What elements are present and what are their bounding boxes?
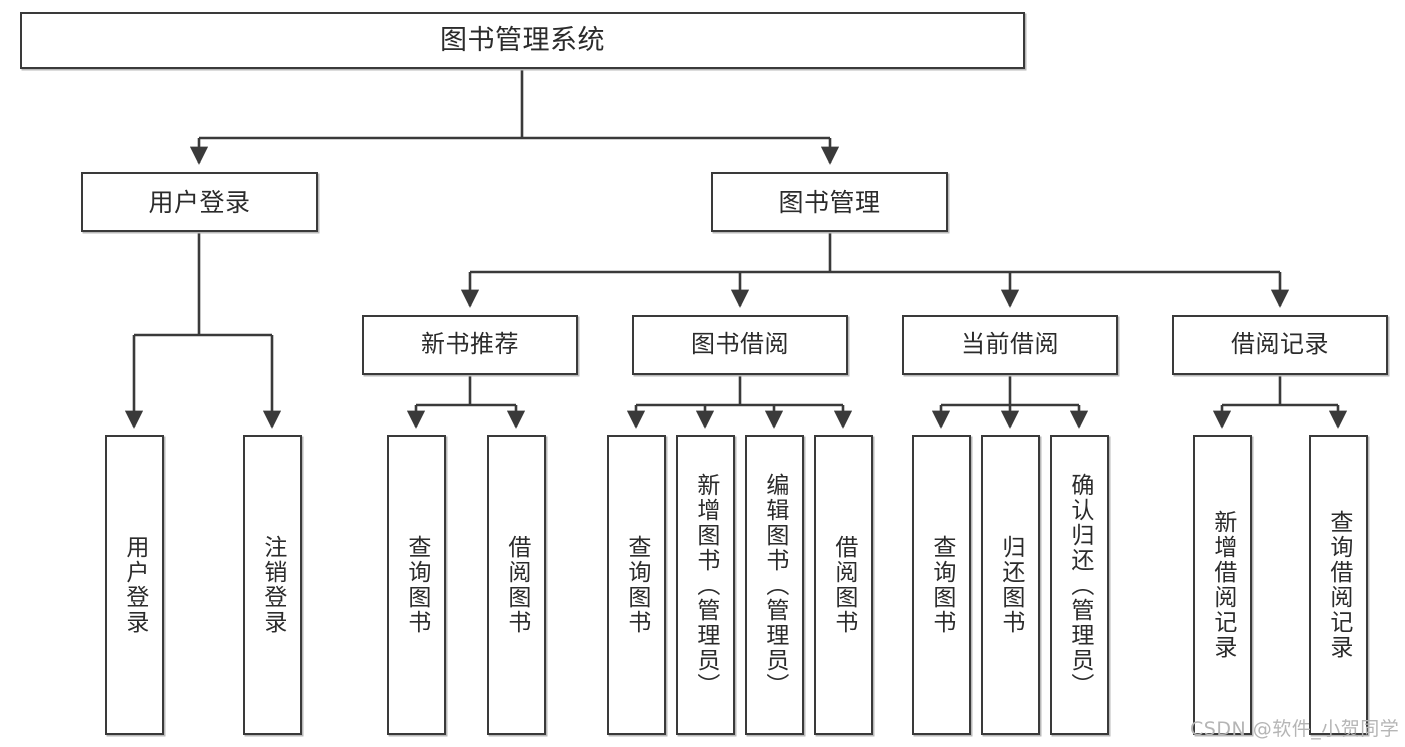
leaf-label: 查询借阅记录 [1325,510,1352,660]
leaf-book-borrow-edit[interactable]: 编辑图书（管理员） [745,435,804,735]
node-book-borrow[interactable]: 图书借阅 [632,315,848,375]
leaf-label: 新增图书（管理员） [692,472,719,698]
leaf-label: 归还图书 [997,535,1024,635]
leaf-label: 查询图书 [928,535,955,635]
leaf-label: 用户登录 [121,535,148,635]
node-user-login-label: 用户登录 [148,187,251,217]
leaf-label: 确认归还（管理员） [1066,472,1093,698]
node-book-borrow-label: 图书借阅 [691,330,789,359]
node-root-label: 图书管理系统 [440,24,605,56]
node-book-management[interactable]: 图书管理 [711,172,948,232]
leaf-current-borrow-confirm[interactable]: 确认归还（管理员） [1050,435,1109,735]
leaf-new-book-query[interactable]: 查询图书 [387,435,446,735]
leaf-label: 借阅图书 [503,535,530,635]
node-borrow-records[interactable]: 借阅记录 [1172,315,1388,375]
leaf-label: 借阅图书 [830,535,857,635]
leaf-current-borrow-query[interactable]: 查询图书 [912,435,971,735]
leaf-borrow-record-query[interactable]: 查询借阅记录 [1309,435,1368,735]
leaf-book-borrow-query[interactable]: 查询图书 [607,435,666,735]
watermark: CSDN @软件_小贺同学 [1190,718,1400,740]
leaf-user-login-logout[interactable]: 注销登录 [243,435,302,735]
node-root[interactable]: 图书管理系统 [20,12,1025,69]
leaf-book-borrow-borrow[interactable]: 借阅图书 [814,435,873,735]
leaf-label: 新增借阅记录 [1209,510,1236,660]
leaf-label: 注销登录 [259,535,286,635]
leaf-label: 编辑图书（管理员） [761,472,788,698]
node-current-borrow-label: 当前借阅 [961,330,1059,359]
leaf-user-login-login[interactable]: 用户登录 [105,435,164,735]
node-new-book-recommend-label: 新书推荐 [421,330,519,359]
node-borrow-records-label: 借阅记录 [1231,330,1329,359]
leaf-new-book-borrow[interactable]: 借阅图书 [487,435,546,735]
leaf-label: 查询图书 [623,535,650,635]
node-current-borrow[interactable]: 当前借阅 [902,315,1118,375]
leaf-label: 查询图书 [403,535,430,635]
leaf-book-borrow-add[interactable]: 新增图书（管理员） [676,435,735,735]
node-new-book-recommend[interactable]: 新书推荐 [362,315,578,375]
node-book-management-label: 图书管理 [778,187,881,217]
node-user-login[interactable]: 用户登录 [81,172,318,232]
leaf-current-borrow-return[interactable]: 归还图书 [981,435,1040,735]
leaf-borrow-record-add[interactable]: 新增借阅记录 [1193,435,1252,735]
